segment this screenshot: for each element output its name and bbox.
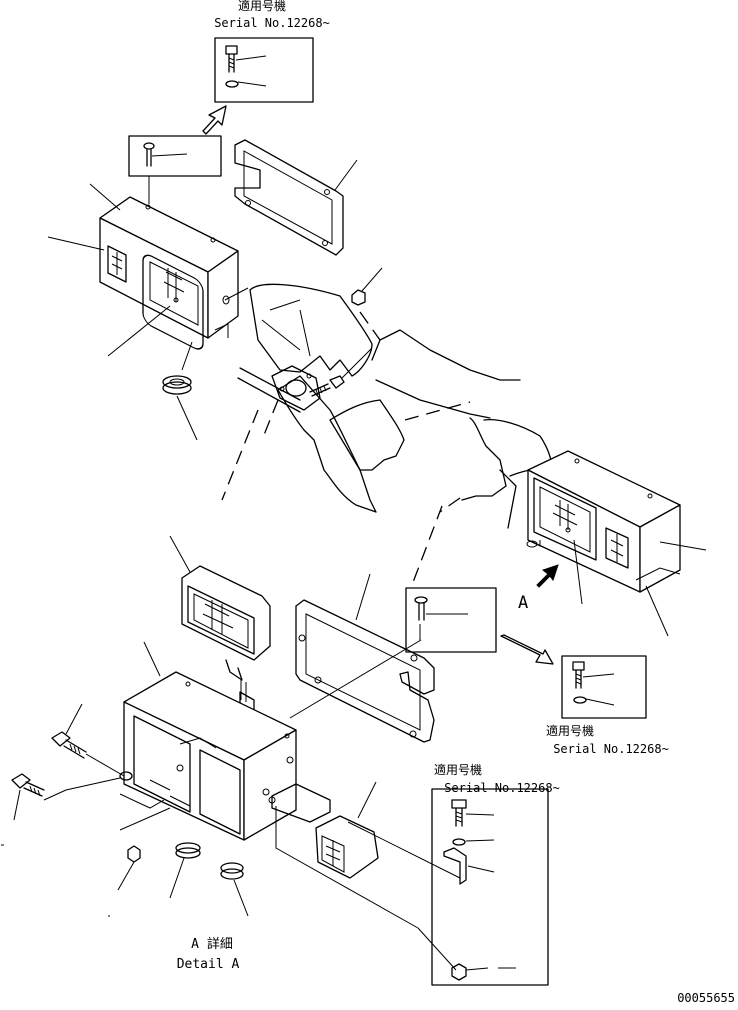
flange-plate (271, 365, 321, 411)
drawing-number: 00055655 (677, 991, 735, 1005)
marker-lamp (262, 783, 379, 879)
screw-box-middle (405, 587, 497, 653)
serial-note-right-en: Serial No.12268~ (553, 742, 669, 756)
cab-frame (237, 283, 553, 529)
grommet-icon (175, 842, 201, 859)
serial-box-top-frame (214, 37, 314, 103)
nut-icon (351, 289, 366, 306)
nut-icon (451, 963, 467, 981)
view-marker-label: A (518, 593, 528, 613)
hollow-arrow-icon (500, 634, 554, 665)
bolt-icon (11, 773, 45, 797)
work-lamp (181, 565, 271, 715)
nut-icon (127, 845, 141, 863)
bolt-icon (225, 45, 238, 73)
serial-note-bottom-ja: 適用号機 (434, 762, 482, 777)
lamp-housing-lower (123, 671, 297, 841)
serial-note-right-ja: 適用号機 (546, 723, 594, 738)
screw-box (128, 135, 222, 204)
serial-note-top-en: Serial No.12268~ (214, 16, 330, 30)
gasket-upper (234, 139, 344, 256)
serial-box-bottom: 適用号機 Serial No.12268~ (431, 762, 560, 986)
detail-label-en: Detail A (177, 957, 240, 972)
bolt-icon (309, 375, 345, 397)
serial-box-right: 適用号機 Serial No.12268~ (546, 655, 669, 756)
lamp-housing-upper-left (99, 196, 239, 350)
serial-box-top: 適用号機 Serial No.12268~ (214, 0, 330, 103)
serial-note-bottom-en: Serial No.12268~ (444, 781, 560, 795)
hollow-arrow-icon (202, 105, 227, 135)
serial-note-top-ja: 適用号機 (238, 0, 286, 13)
grommet-icon (162, 375, 192, 395)
view-arrow-icon (536, 564, 559, 588)
gasket-lower (295, 599, 435, 743)
lamp-housing-right (526, 450, 681, 593)
grommet-icon (220, 862, 244, 880)
detail-label-ja: A 詳細 (191, 936, 233, 952)
bracket-icon (443, 847, 467, 885)
bolt-icon (51, 731, 87, 759)
lens-center-icon (173, 297, 179, 303)
washer-icon (225, 80, 239, 88)
